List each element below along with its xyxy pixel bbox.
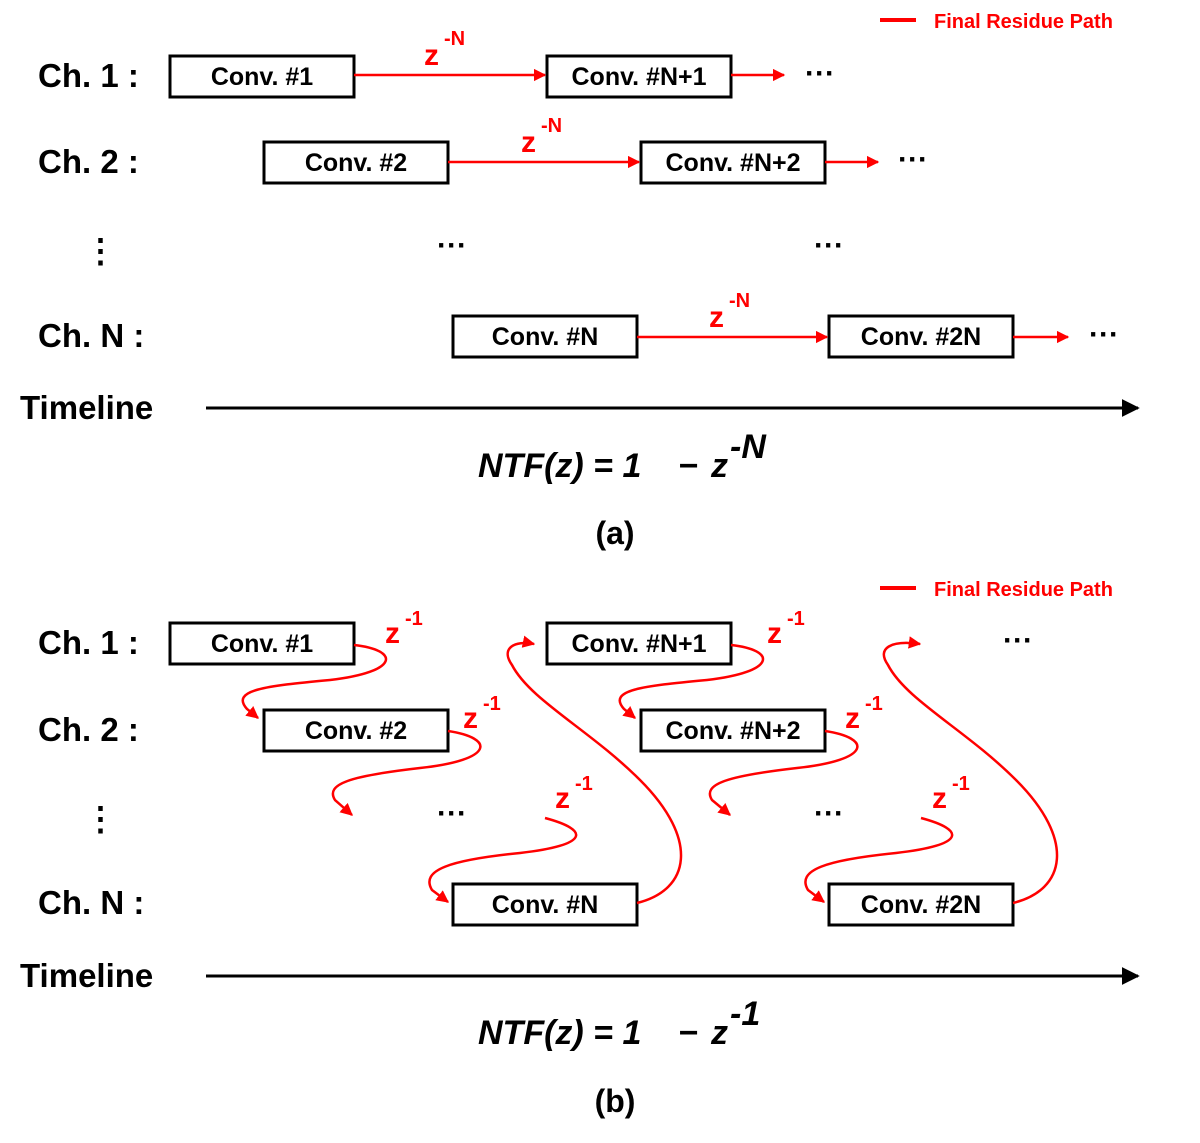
residue-arrow bbox=[708, 729, 859, 816]
svg-text:-1: -1 bbox=[730, 995, 760, 1033]
ellipsis: ··· bbox=[1089, 318, 1119, 351]
delay-label: z -1 bbox=[767, 608, 805, 650]
svg-text:z: z bbox=[521, 126, 536, 159]
conv-box-label: Conv. #1 bbox=[211, 630, 313, 658]
channel-label-2: Ch. 2 : bbox=[38, 711, 139, 748]
conv-box-label: Conv. #N+1 bbox=[572, 630, 707, 658]
ellipsis: ··· bbox=[437, 797, 467, 830]
conv-box-n-plus-2: Conv. #N+2 bbox=[639, 140, 827, 185]
channel-label-1: Ch. 1 : bbox=[38, 624, 139, 661]
channel-label-2: Ch. 2 : bbox=[38, 143, 139, 180]
conv-box-label: Conv. #N bbox=[492, 891, 599, 919]
conv-box-1: Conv. #1 bbox=[168, 54, 356, 99]
svg-text:-1: -1 bbox=[952, 773, 970, 795]
svg-text:-1: -1 bbox=[483, 693, 501, 715]
residue-arrow bbox=[804, 816, 954, 903]
delay-label: z -N bbox=[521, 115, 562, 159]
svg-text:-N: -N bbox=[729, 290, 750, 312]
svg-text:NTF(z) = 1: NTF(z) = 1 bbox=[478, 447, 641, 485]
conv-box-label: Conv. #2 bbox=[305, 717, 407, 745]
svg-text:z: z bbox=[932, 782, 947, 815]
residue-arrow bbox=[506, 635, 683, 905]
svg-text:−: − bbox=[678, 447, 698, 485]
conv-box-n-plus-1: Conv. #N+1 bbox=[545, 54, 733, 99]
conv-box-n: Conv. #N bbox=[451, 882, 639, 927]
delay-label: z -1 bbox=[385, 608, 423, 650]
panel-b: Final Residue Path Ch. 1 : Ch. 2 : ⋮ Ch.… bbox=[20, 579, 1140, 1119]
conv-box-label: Conv. #2N bbox=[861, 323, 981, 351]
svg-text:-1: -1 bbox=[865, 693, 883, 715]
conv-box-label: Conv. #N bbox=[492, 323, 599, 351]
vertical-ellipsis: ⋮ bbox=[84, 800, 117, 837]
conv-box-label: Conv. #N+1 bbox=[572, 63, 707, 91]
conv-box-label: Conv. #2 bbox=[305, 149, 407, 177]
conv-box-2n: Conv. #2N bbox=[827, 882, 1015, 927]
ellipsis: ··· bbox=[437, 229, 467, 262]
channel-label-n: Ch. N : bbox=[38, 884, 144, 921]
vertical-ellipsis: ⋮ bbox=[84, 232, 117, 269]
ntf-equation: NTF(z) = 1 − z -N bbox=[478, 428, 767, 485]
svg-text:z: z bbox=[710, 1014, 728, 1052]
residue-arrow bbox=[428, 816, 578, 903]
delay-label: z -N bbox=[709, 290, 750, 334]
svg-text:z: z bbox=[463, 702, 478, 735]
timeline-label: Timeline bbox=[20, 957, 153, 994]
svg-text:-1: -1 bbox=[787, 608, 805, 630]
ellipsis: ··· bbox=[898, 143, 928, 176]
svg-text:z: z bbox=[709, 301, 724, 334]
channel-label-n: Ch. N : bbox=[38, 317, 144, 354]
delay-label: z -N bbox=[424, 28, 465, 72]
conv-box-label: Conv. #2N bbox=[861, 891, 981, 919]
caption-a: (a) bbox=[595, 515, 634, 551]
svg-text:-N: -N bbox=[541, 115, 562, 137]
caption-b: (b) bbox=[595, 1083, 636, 1119]
ellipsis: ··· bbox=[805, 57, 835, 90]
svg-text:z: z bbox=[710, 447, 728, 485]
delay-label: z -1 bbox=[463, 693, 501, 735]
conv-box-1: Conv. #1 bbox=[168, 621, 356, 666]
ntf-equation: NTF(z) = 1 − z -1 bbox=[478, 995, 760, 1052]
delay-label: z -1 bbox=[555, 773, 593, 815]
conv-box-label: Conv. #1 bbox=[211, 63, 313, 91]
conv-box-label: Conv. #N+2 bbox=[666, 717, 801, 745]
ellipsis: ··· bbox=[814, 229, 844, 262]
svg-text:z: z bbox=[424, 39, 439, 72]
conv-box-2: Conv. #2 bbox=[262, 140, 450, 185]
ellipsis: ··· bbox=[814, 797, 844, 830]
svg-text:z: z bbox=[767, 617, 782, 650]
legend-label: Final Residue Path bbox=[934, 579, 1113, 601]
delay-label: z -1 bbox=[845, 693, 883, 735]
residue-arrow bbox=[882, 636, 1059, 905]
svg-text:-N: -N bbox=[730, 428, 767, 466]
svg-text:-N: -N bbox=[444, 28, 465, 50]
residue-arrow bbox=[618, 643, 765, 719]
legend-label: Final Residue Path bbox=[934, 11, 1113, 33]
svg-text:-1: -1 bbox=[575, 773, 593, 795]
conv-box-n: Conv. #N bbox=[451, 314, 639, 359]
ellipsis: ··· bbox=[1003, 624, 1033, 657]
conv-box-2n: Conv. #2N bbox=[827, 314, 1015, 359]
conv-box-n-plus-1: Conv. #N+1 bbox=[545, 621, 733, 666]
svg-text:-1: -1 bbox=[405, 608, 423, 630]
svg-text:z: z bbox=[845, 702, 860, 735]
svg-text:z: z bbox=[385, 617, 400, 650]
conv-box-label: Conv. #N+2 bbox=[666, 149, 801, 177]
residue-arrow bbox=[331, 729, 482, 816]
delay-label: z -1 bbox=[932, 773, 970, 815]
timeline-label: Timeline bbox=[20, 389, 153, 426]
panel-a: Final Residue Path Ch. 1 : Ch. 2 : ⋮ Ch.… bbox=[20, 11, 1140, 551]
svg-text:−: − bbox=[678, 1014, 698, 1052]
conv-box-2: Conv. #2 bbox=[262, 708, 450, 753]
svg-text:NTF(z) = 1: NTF(z) = 1 bbox=[478, 1014, 641, 1052]
conv-box-n-plus-2: Conv. #N+2 bbox=[639, 708, 827, 753]
svg-text:z: z bbox=[555, 782, 570, 815]
channel-label-1: Ch. 1 : bbox=[38, 57, 139, 94]
residue-arrow bbox=[241, 643, 388, 719]
